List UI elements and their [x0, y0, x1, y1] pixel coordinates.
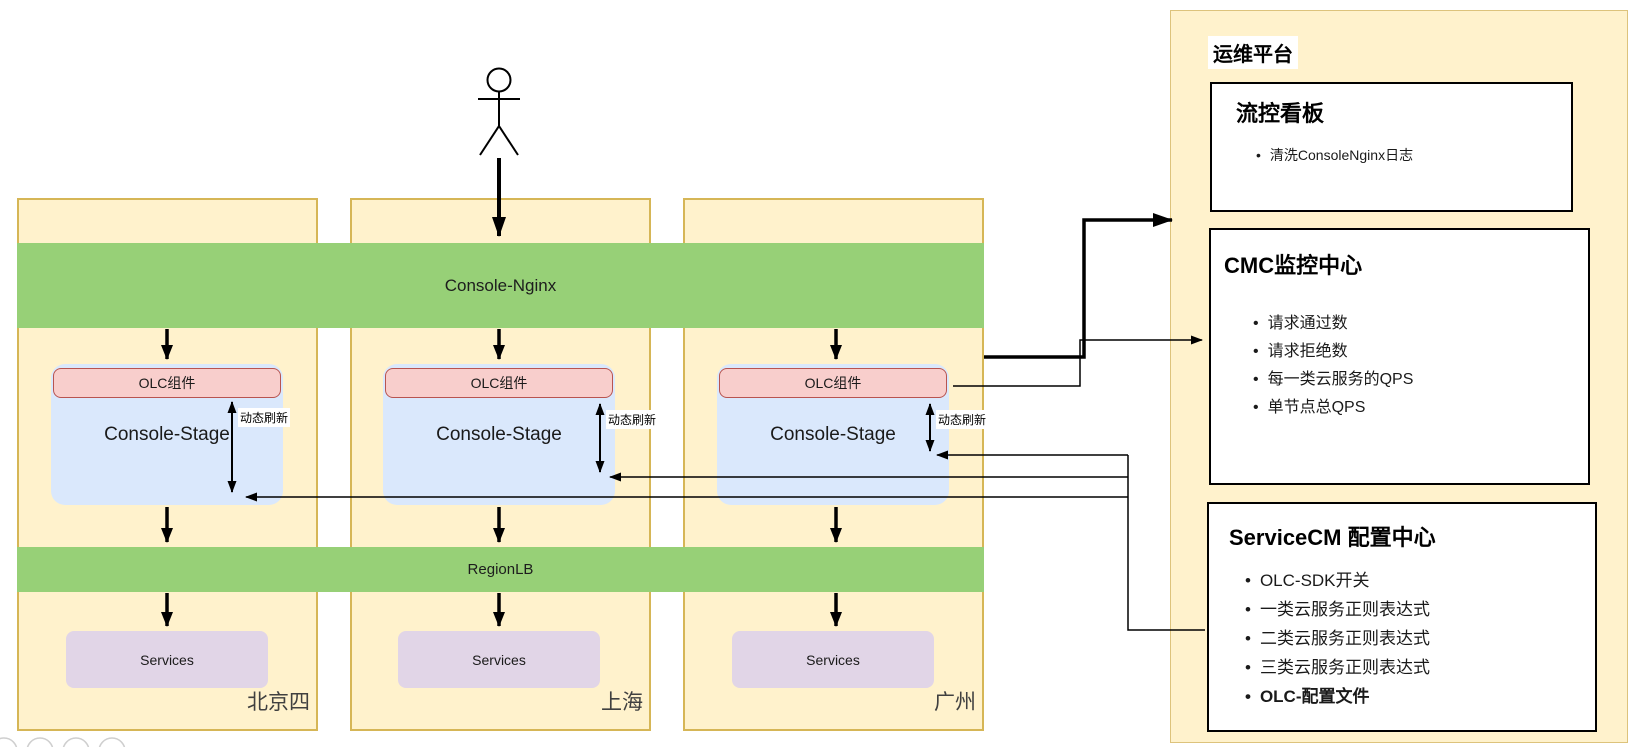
- region-name-beijing4: 北京四: [247, 691, 310, 714]
- flow-control-dashboard-list: 清洗ConsoleNginx日志: [1256, 144, 1571, 166]
- arrow-olc-to-cmc: [953, 335, 1203, 387]
- list-item: 清洗ConsoleNginx日志: [1256, 144, 1571, 166]
- services-guangzhou: Services: [732, 631, 934, 688]
- servicecm-config-center-title: ServiceCM 配置中心: [1229, 525, 1436, 550]
- cmc-monitor-center-box: CMC监控中心 请求通过数 请求拒绝数 每一类云服务的QPS 单节点总QPS: [1209, 228, 1590, 485]
- olc-label: OLC组件: [138, 375, 196, 391]
- list-item: 请求通过数: [1253, 310, 1588, 338]
- dynamic-refresh-label: 动态刷新: [606, 410, 659, 429]
- services-shanghai: Services: [398, 631, 600, 688]
- console-nginx-bar: Console-Nginx: [17, 243, 984, 328]
- region-name-guangzhou: 广州: [934, 691, 976, 714]
- arrow-region-to-flow-dashboard: [984, 213, 1173, 359]
- regionlb-bar: RegionLB: [17, 547, 984, 592]
- console-stage-label: Console-Stage: [770, 423, 896, 445]
- olc-component-guangzhou: OLC组件: [719, 368, 947, 398]
- olc-label: OLC组件: [470, 375, 528, 391]
- flow-control-dashboard-title: 流控看板: [1236, 101, 1325, 126]
- region-name-shanghai: 上海: [601, 691, 643, 714]
- cmc-monitor-center-title: CMC监控中心: [1224, 253, 1363, 278]
- list-item: 每一类云服务的QPS: [1253, 366, 1588, 394]
- list-item: OLC-SDK开关: [1245, 566, 1595, 595]
- servicecm-config-center-list: OLC-SDK开关 一类云服务正则表达式 二类云服务正则表达式 三类云服务正则表…: [1245, 566, 1595, 711]
- services-beijing4: Services: [66, 631, 268, 688]
- flow-control-dashboard-box: 流控看板 清洗ConsoleNginx日志: [1210, 82, 1573, 212]
- console-stage-label: Console-Stage: [104, 423, 230, 445]
- user-actor-icon: [478, 67, 520, 156]
- dynamic-refresh-label: 动态刷新: [238, 408, 291, 427]
- servicecm-config-center-box: ServiceCM 配置中心 OLC-SDK开关 一类云服务正则表达式 二类云服…: [1207, 502, 1597, 732]
- console-nginx-label: Console-Nginx: [444, 275, 557, 295]
- cmc-monitor-center-list: 请求通过数 请求拒绝数 每一类云服务的QPS 单节点总QPS: [1253, 310, 1588, 422]
- olc-label: OLC组件: [804, 375, 862, 391]
- page-dots: [0, 737, 126, 747]
- list-item: 二类云服务正则表达式: [1245, 624, 1595, 653]
- services-label: Services: [472, 651, 526, 668]
- region-label-wrap: 上海: [350, 198, 651, 731]
- list-item: 一类云服务正则表达式: [1245, 595, 1595, 624]
- olc-component-beijing4: OLC组件: [53, 368, 281, 398]
- list-item: 三类云服务正则表达式: [1245, 653, 1595, 682]
- services-label: Services: [140, 651, 194, 668]
- list-item: 单节点总QPS: [1253, 394, 1588, 422]
- regionlb-label: RegionLB: [467, 561, 534, 578]
- region-label-wrap: 北京四: [17, 198, 318, 731]
- ops-platform-title: 运维平台: [1208, 36, 1298, 69]
- services-label: Services: [806, 651, 860, 668]
- list-item: OLC-配置文件: [1245, 682, 1595, 711]
- olc-component-shanghai: OLC组件: [385, 368, 613, 398]
- region-label-wrap: 广州: [683, 198, 984, 731]
- console-stage-label: Console-Stage: [436, 423, 562, 445]
- dynamic-refresh-label: 动态刷新: [936, 410, 989, 429]
- list-item: 请求拒绝数: [1253, 338, 1588, 366]
